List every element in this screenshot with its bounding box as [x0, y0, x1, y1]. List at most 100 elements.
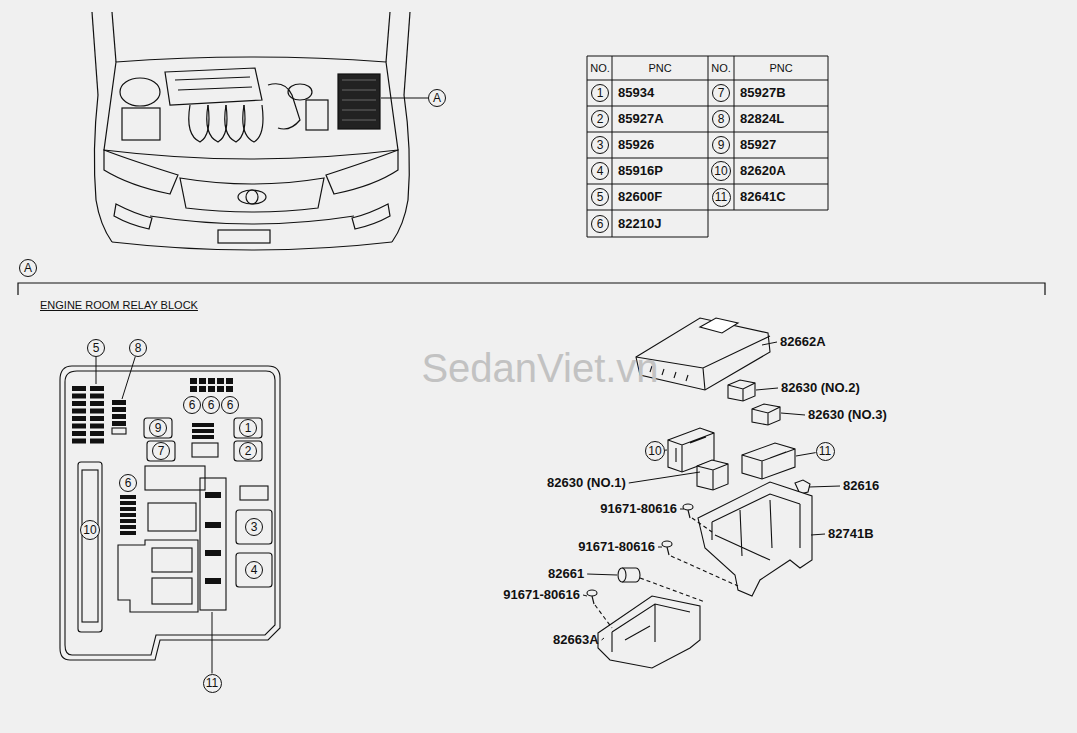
callout-text: 6 [208, 399, 215, 411]
callout-text: 11 [819, 445, 831, 457]
callout-number: 6 [183, 396, 201, 414]
relay-block-layout [72, 401, 86, 406]
exploded-parts [592, 596, 594, 604]
callout-text: 2 [245, 445, 252, 457]
relay-block-layout [120, 519, 136, 523]
callout-number: 3 [591, 136, 609, 154]
callout-text: 6 [597, 218, 604, 230]
car-front-view [306, 100, 328, 130]
relay-block-layout [112, 407, 126, 412]
part-number: 82616 [843, 479, 879, 494]
relay-block-layout [72, 386, 86, 391]
callout-number: 4 [245, 561, 263, 579]
exploded-parts [683, 504, 693, 510]
relay-block-layout [60, 366, 280, 660]
callout-text: 6 [189, 399, 196, 411]
relay-block-layout [112, 400, 126, 405]
relay-block-layout [208, 378, 215, 384]
relay-block-layout [120, 501, 136, 505]
relay-block-layout [199, 378, 206, 384]
leader-line [680, 509, 684, 510]
callout-number: 1 [591, 84, 609, 102]
relay-block-layout [72, 409, 86, 414]
relay-block-layout [60, 366, 280, 660]
part-number: 82662A [780, 335, 826, 350]
car-front-view [342, 80, 376, 120]
callout-text: 9 [155, 422, 162, 434]
callout-text: 4 [251, 564, 258, 576]
table-cell: 85916P [618, 164, 663, 179]
relay-block-layout [90, 409, 104, 414]
car-front-view [92, 12, 410, 250]
relay-block-layout [120, 525, 136, 529]
car-front-view [238, 190, 266, 204]
callout-number: 7 [712, 84, 730, 102]
relay-block-layout [192, 435, 214, 439]
callout-number: 11 [816, 442, 835, 461]
relay-block-layout [90, 386, 104, 391]
callout-number: 9 [712, 136, 730, 154]
leader-line [587, 574, 617, 575]
table-cell: 82600F [618, 190, 662, 205]
relay-block-layout [205, 578, 221, 584]
part-number: 91671-80616 [600, 502, 677, 517]
callout-number: 1 [239, 419, 257, 437]
car-front-view [94, 95, 112, 242]
relay-block-layout [205, 550, 221, 556]
relay-block-layout [112, 421, 126, 426]
relay-block-layout [112, 428, 126, 434]
relay-block-layout [199, 386, 206, 392]
relay-block-layout [72, 416, 86, 421]
car-front-view [165, 68, 262, 105]
relay-block-layout [148, 503, 196, 531]
relay-block-layout [147, 441, 175, 461]
exploded-parts [712, 494, 800, 560]
leader-line [122, 357, 135, 399]
car-front-view [112, 12, 116, 62]
exploded-parts [752, 404, 780, 425]
leader-line [629, 472, 700, 483]
relay-block-layout [208, 386, 215, 392]
section-bracket [18, 283, 1045, 295]
relay-block-layout [90, 424, 104, 429]
exploded-parts [697, 464, 728, 490]
callout-text: 5 [93, 342, 100, 354]
callout-text: A [24, 262, 32, 274]
relay-block-layout [205, 492, 221, 498]
part-number: 91671-80616 [503, 588, 580, 603]
table-cell: 85926 [618, 138, 654, 153]
callout-number: 6 [119, 474, 137, 492]
callout-number: 8 [712, 110, 730, 128]
part-number: 82663A [553, 633, 599, 648]
exploded-parts [618, 568, 626, 582]
exploded-parts [700, 318, 738, 333]
relay-block-layout [236, 510, 272, 544]
car-front-view [189, 105, 209, 142]
table-header: PNC [648, 62, 671, 75]
car-front-view [268, 84, 300, 129]
relay-block-layout [192, 429, 214, 433]
relay-block-layout [72, 431, 86, 436]
part-number: 82630 (NO.1) [547, 476, 626, 491]
exploded-parts [595, 518, 738, 628]
relay-block-layout [226, 378, 233, 384]
callout-number: 8 [129, 339, 147, 357]
relay-block-layout [217, 386, 224, 392]
callout-text: 7 [158, 445, 165, 457]
relay-block-layout [112, 414, 126, 419]
relay-block-layout [190, 386, 197, 392]
callout-text: 3 [251, 521, 258, 533]
leader-line [781, 413, 805, 415]
callout-number: 4 [591, 162, 609, 180]
callout-number: A [19, 259, 37, 277]
car-front-view [114, 204, 152, 229]
relay-block-layout [90, 431, 104, 436]
watermark: SedanViet.vn [421, 345, 658, 391]
leader-line [796, 453, 816, 456]
table-header: NO. [711, 62, 731, 75]
leader-line [665, 450, 667, 451]
callout-text: 3 [597, 139, 604, 151]
relay-block-layout [78, 462, 102, 632]
part-number: 91671-80616 [578, 540, 655, 555]
